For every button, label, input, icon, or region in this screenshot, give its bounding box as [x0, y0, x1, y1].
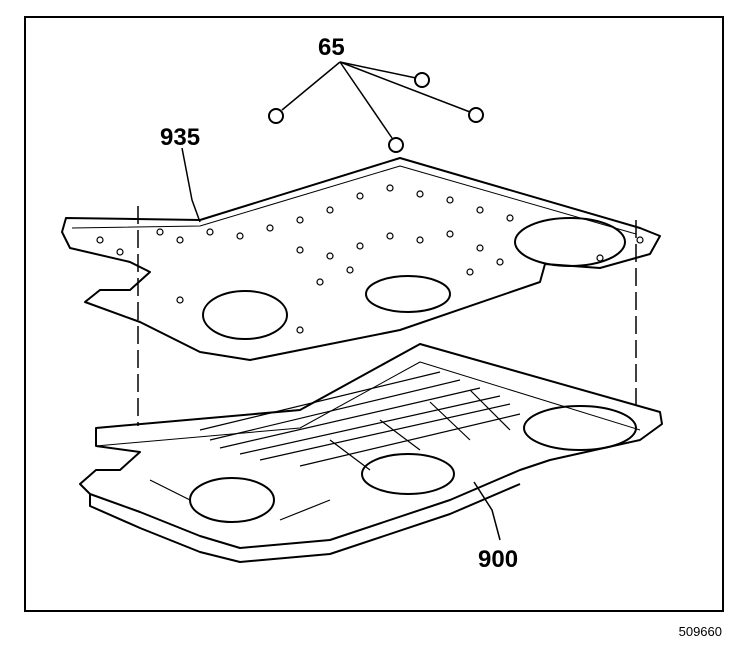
plate-bore — [202, 290, 288, 340]
plate-holes — [96, 184, 644, 334]
o-ring — [388, 137, 404, 153]
callout-935: 935 — [160, 124, 201, 151]
valve-bore — [361, 453, 455, 495]
valve-bore — [189, 477, 275, 523]
callout-65: 65 — [318, 34, 345, 61]
spacer-plate — [61, 157, 661, 361]
figure-frame — [24, 16, 724, 612]
leader-lines-65 — [281, 61, 471, 139]
valve-passages — [149, 371, 521, 521]
valve-bore — [523, 405, 637, 451]
plate-bore — [514, 217, 626, 267]
o-ring — [414, 72, 430, 88]
callout-900: 900 — [478, 546, 519, 573]
leader-line-900 — [473, 481, 501, 541]
o-ring — [468, 107, 484, 123]
leader-line-935 — [181, 147, 201, 223]
o-ring — [268, 108, 284, 124]
o-ring-group — [268, 72, 484, 153]
figure-id: 509660 — [678, 624, 722, 639]
plate-bore — [365, 275, 451, 313]
alignment-guides — [137, 206, 637, 426]
valve-body — [79, 343, 663, 563]
